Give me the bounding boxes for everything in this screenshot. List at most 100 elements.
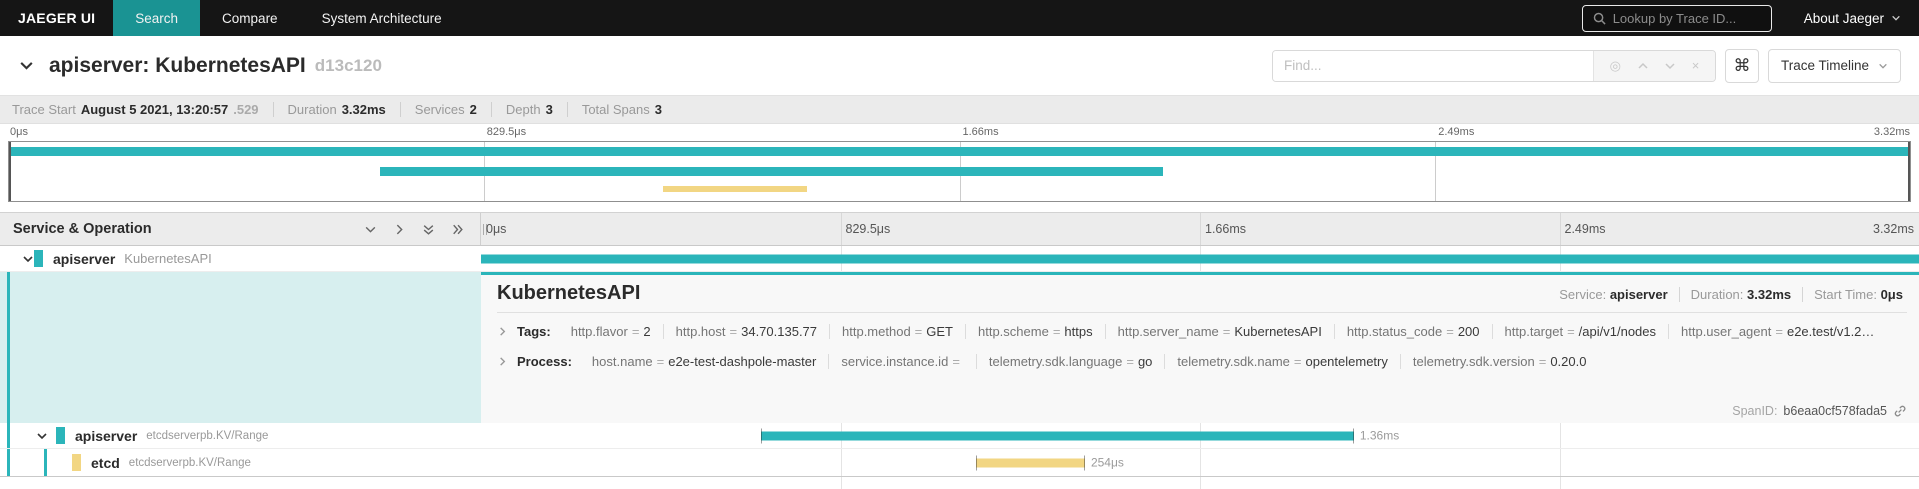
timeline-header: 0μs 829.5μs 1.66ms 2.49ms 3.32ms xyxy=(481,213,1919,245)
nav-item-search[interactable]: Search xyxy=(113,0,201,36)
span-name-cell[interactable]: etcd etcdserverpb.KV/Range xyxy=(0,449,481,477)
span-name-cell[interactable]: apiserver KubernetesAPI xyxy=(0,246,481,272)
collapse-all-icon[interactable] xyxy=(422,223,435,236)
trace-title: apiserver: KubernetesAPI xyxy=(49,53,306,77)
span-row-kubernetesapi[interactable]: apiserver KubernetesAPI xyxy=(0,246,1919,272)
span-bar[interactable]: 1.36ms xyxy=(761,428,1399,443)
process-row[interactable]: Process: host.name=e2e-test-dashpole-mas… xyxy=(497,346,1903,376)
timeline-tick: 3.32ms xyxy=(1873,222,1914,236)
minimap-tick: 1.66ms xyxy=(962,126,999,138)
trace-view-label: Trace Timeline xyxy=(1780,58,1869,73)
span-row-etcd-kvrange[interactable]: etcd etcdserverpb.KV/Range 254μs xyxy=(0,449,1919,477)
tags-row[interactable]: Tags: http.flavor=2 http.host=34.70.135.7… xyxy=(497,316,1903,346)
kv-item: http.server_name=KubernetesAPI xyxy=(1104,323,1334,339)
about-jaeger-menu[interactable]: About Jaeger xyxy=(1786,0,1919,36)
span-bar[interactable]: 254μs xyxy=(975,455,1124,470)
timeline-tick: 2.49ms xyxy=(1564,222,1606,236)
minimap-span-bar xyxy=(9,147,1910,156)
span-duration-label: 1.36ms xyxy=(1359,428,1400,443)
chevron-down-icon xyxy=(1878,61,1888,71)
span-operation-name: KubernetesAPI xyxy=(124,251,212,266)
match-focus-icon[interactable]: ◎ xyxy=(1609,57,1621,73)
header-gridline xyxy=(1200,213,1201,245)
find-controls: ◎ × xyxy=(1592,50,1715,81)
kv-item: telemetry.sdk.language=go xyxy=(975,353,1165,369)
timeline-tick: 0μs xyxy=(486,222,507,236)
span-name-cell[interactable]: apiserver etcdserverpb.KV/Range xyxy=(0,423,481,449)
kv-item: http.scheme=https xyxy=(965,323,1105,339)
tags-list: http.flavor=2 http.host=34.70.135.77 http.… xyxy=(559,323,1887,339)
header-gridline xyxy=(840,213,842,245)
span-service-name: apiserver xyxy=(53,250,116,267)
span-meta-item: Start Time: 0μs xyxy=(1802,287,1903,302)
clear-find-icon[interactable]: × xyxy=(1691,58,1700,73)
keyboard-shortcuts-button[interactable]: ⌘ xyxy=(1724,48,1759,83)
prev-match-icon[interactable] xyxy=(1637,60,1649,72)
minimap-left-drag-handle[interactable] xyxy=(9,142,11,201)
column-resize-grip[interactable] xyxy=(483,224,487,235)
expand-one-icon[interactable] xyxy=(393,223,406,236)
trace-id-lookup[interactable]: Lookup by Trace ID... xyxy=(1581,4,1772,32)
tags-label: Tags: xyxy=(517,323,551,339)
minimap-tick-labels: 0μs 829.5μs 1.66ms 2.49ms 3.32ms xyxy=(8,124,1911,141)
nav-item-system-architecture[interactable]: System Architecture xyxy=(321,10,442,26)
span-id-row: SpanID: b6eaa0cf578fada5 xyxy=(1732,404,1907,418)
deep-link-icon[interactable] xyxy=(1893,404,1907,418)
chevron-down-icon[interactable] xyxy=(22,253,34,265)
span-table-header: Service & Operation 0μs 829.5μs 1.66ms 2… xyxy=(0,212,1919,246)
jaeger-logo[interactable]: JAEGER UI xyxy=(18,10,96,26)
nav-item-compare[interactable]: Compare xyxy=(222,10,278,26)
service-color-swatch xyxy=(34,250,43,267)
span-bar[interactable] xyxy=(481,254,1919,263)
service-color-swatch xyxy=(72,454,81,471)
span-timeline-cell[interactable]: 254μs xyxy=(481,449,1919,477)
expand-all-icon[interactable] xyxy=(451,223,464,236)
top-nav: JAEGER UI Search Compare System Architec… xyxy=(0,0,1919,36)
span-timeline-cell[interactable] xyxy=(481,246,1919,272)
minimap-tick: 0μs xyxy=(10,126,28,138)
collapse-one-icon[interactable] xyxy=(364,223,377,236)
about-jaeger-label: About Jaeger xyxy=(1803,10,1884,26)
trace-view-select[interactable]: Trace Timeline xyxy=(1767,48,1901,83)
chevron-right-icon xyxy=(497,326,508,337)
minimap-tick: 2.49ms xyxy=(1438,126,1475,138)
kv-item: http.host=34.70.135.77 xyxy=(662,323,829,339)
service-color-swatch xyxy=(56,427,65,444)
kv-item: http.flavor=2 xyxy=(570,323,651,339)
chevron-down-icon[interactable] xyxy=(36,430,48,442)
timeline-tick: 829.5μs xyxy=(845,222,891,236)
kv-item: telemetry.sdk.name=opentelemetry xyxy=(1164,353,1399,369)
span-id-value: b6eaa0cf578fada5 xyxy=(1783,404,1887,418)
lookup-placeholder: Lookup by Trace ID... xyxy=(1612,10,1737,26)
service-operation-header: Service & Operation xyxy=(0,213,481,245)
minimap-tick: 829.5μs xyxy=(486,126,527,138)
minimap-right-drag-handle[interactable] xyxy=(1908,142,1910,201)
span-timeline-cell[interactable]: 1.36ms xyxy=(481,423,1919,449)
span-meta-item: Service: apiserver xyxy=(1559,287,1668,302)
trace-collapse-chevron-icon[interactable] xyxy=(18,57,35,74)
span-detail-title: KubernetesAPI xyxy=(497,282,641,304)
header-gridline xyxy=(1559,213,1561,245)
chevron-down-icon xyxy=(1891,13,1901,23)
kv-item: http.status_code=200 xyxy=(1333,323,1492,339)
tree-guide-line xyxy=(44,449,47,476)
kv-item: telemetry.sdk.version=0.20.0 xyxy=(1399,353,1599,369)
span-row-apiserver-kvrange[interactable]: apiserver etcdserverpb.KV/Range 1.36ms xyxy=(0,423,1919,449)
span-service-name: etcd xyxy=(91,454,120,471)
search-icon xyxy=(1593,12,1606,25)
timeline-minimap[interactable] xyxy=(8,141,1911,202)
next-match-icon[interactable] xyxy=(1664,60,1676,72)
find-input[interactable] xyxy=(1272,50,1593,81)
find-group: ◎ × xyxy=(1271,49,1716,82)
kv-item: service.instance.id= xyxy=(828,353,976,369)
span-rows: apiserver KubernetesAPI KubernetesAPI Se… xyxy=(0,246,1919,489)
